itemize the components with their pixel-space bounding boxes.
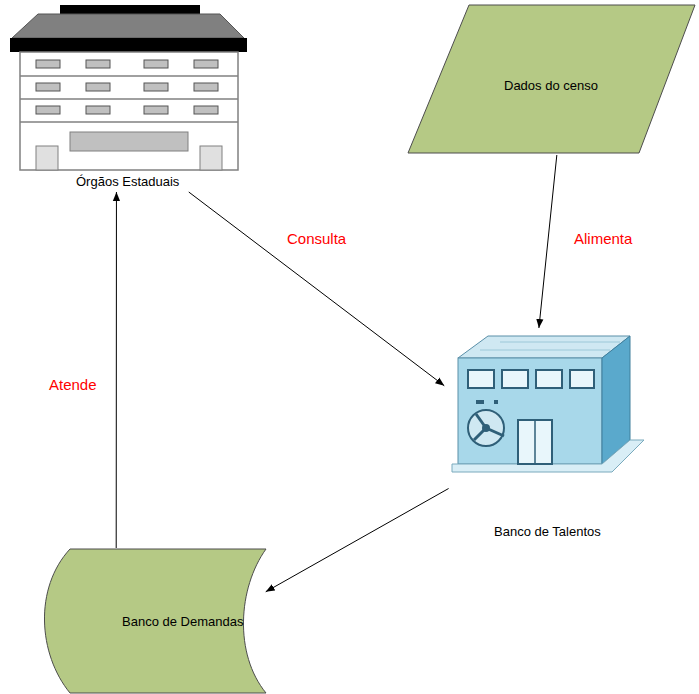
edge-label: Atende — [47, 376, 99, 393]
node-label: Órgãos Estaduais — [76, 174, 179, 189]
node-label: Banco de Demandas — [122, 614, 243, 629]
building-node: Órgãos Estaduais — [8, 4, 249, 192]
connector-arrow — [266, 489, 449, 592]
connector-arrow — [116, 192, 117, 548]
edge-label: Alimenta — [572, 230, 634, 247]
stored-data-shape: Banco de Demandas — [38, 548, 268, 694]
connector-arrow — [539, 155, 557, 328]
data-parallelogram: Dados do censo — [405, 4, 697, 155]
connector-arrow — [189, 192, 445, 386]
edge-label: Consulta — [285, 230, 348, 247]
node-outline — [440, 328, 655, 542]
node-outline — [8, 4, 249, 192]
node-label: Banco de Talentos — [494, 524, 601, 539]
bank-node: Banco de Talentos — [440, 328, 655, 542]
node-label: Dados do censo — [504, 78, 598, 93]
